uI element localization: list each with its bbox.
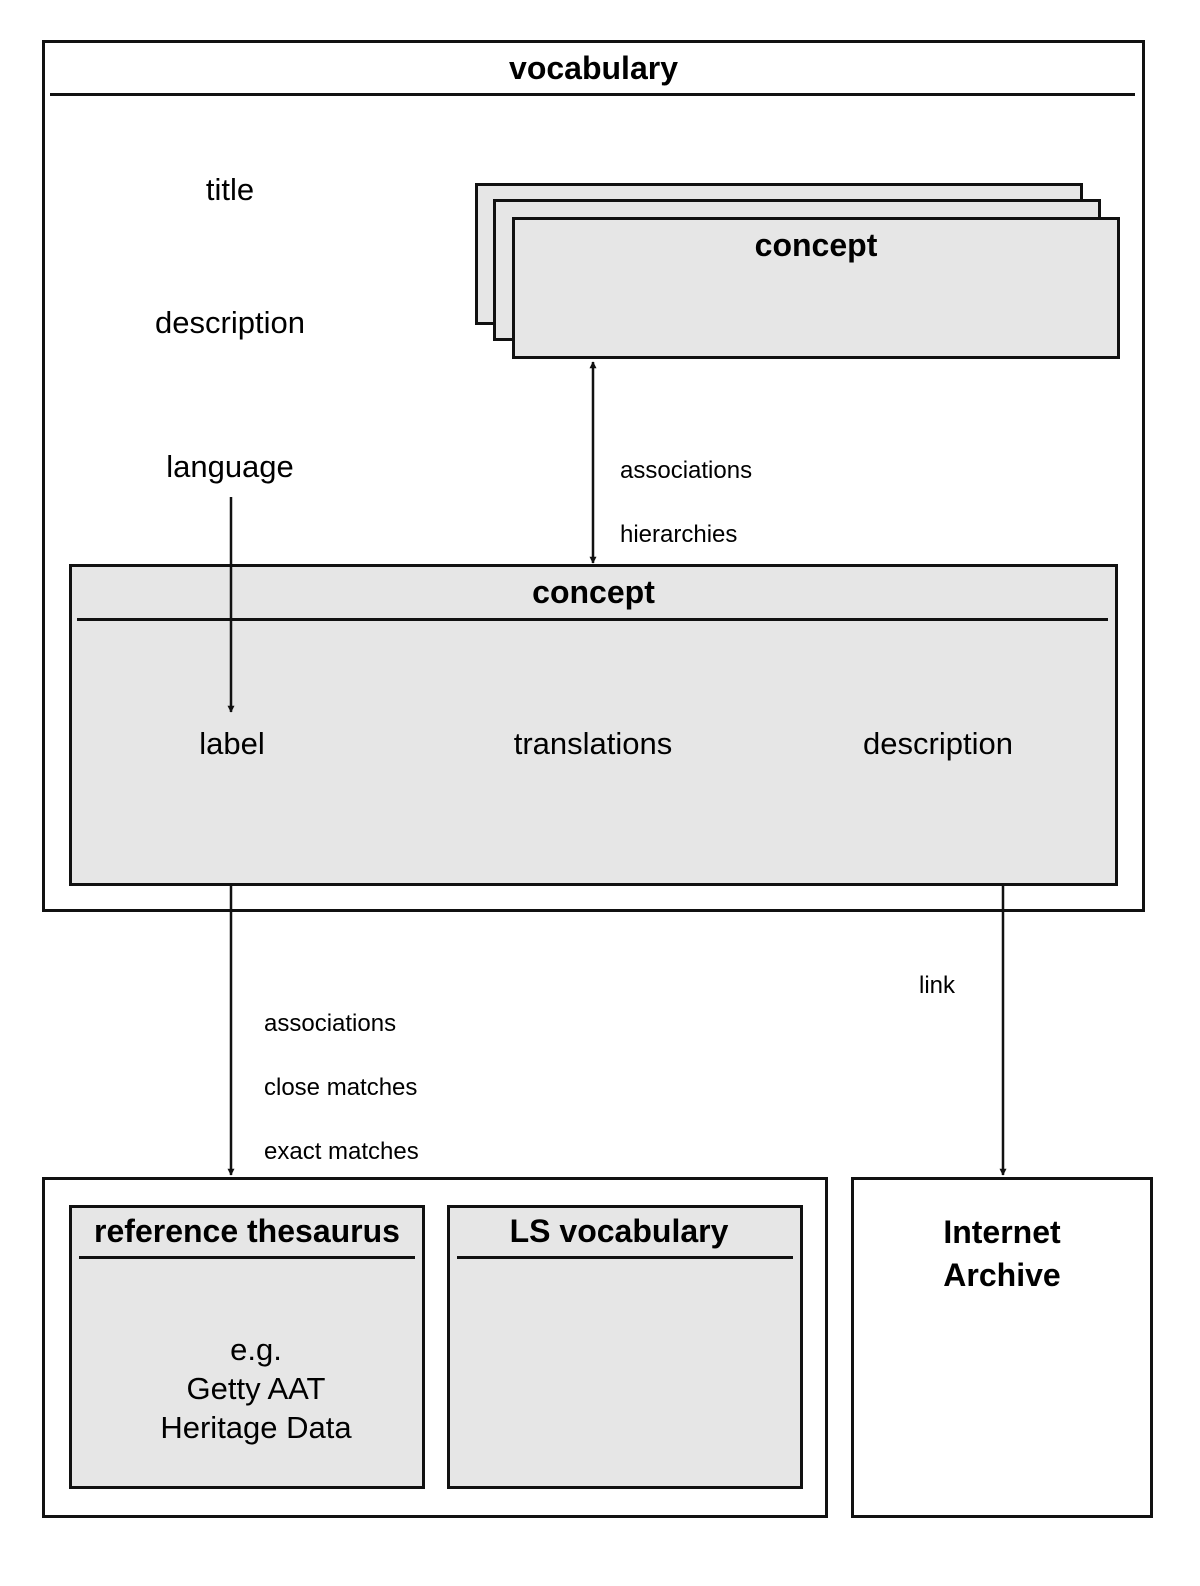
internet-archive-box xyxy=(851,1177,1153,1518)
external-relation-associations: associations xyxy=(264,1010,397,1037)
concept-main-header: concept xyxy=(532,574,655,610)
concept-stack-front xyxy=(512,217,1120,359)
vocabulary-title: title xyxy=(205,172,255,207)
reference-thesaurus-example-heritage: Heritage Data xyxy=(160,1410,352,1445)
reference-thesaurus-header: reference thesaurus xyxy=(94,1213,400,1249)
reference-thesaurus-examples: e.g. Getty AAT Heritage Data xyxy=(69,1330,443,1447)
vocabulary-header-divider xyxy=(50,93,1135,96)
external-relation-note: associations close matches exact matches… xyxy=(264,976,419,1264)
concept-relation-note: associations hierarchies xyxy=(620,423,752,583)
concept-stack-header: concept xyxy=(754,227,878,263)
concept-description: description xyxy=(863,726,1013,761)
reference-thesaurus-divider xyxy=(79,1256,415,1259)
vocabulary-description: description xyxy=(155,305,305,340)
internet-archive-line-1: Internet xyxy=(943,1214,1061,1250)
ls-vocabulary-box xyxy=(447,1205,803,1489)
concept-relation-hierarchies: hierarchies xyxy=(620,521,738,548)
reference-thesaurus-example-getty: Getty AAT xyxy=(186,1371,326,1406)
vocabulary-language: language xyxy=(166,449,294,484)
link-label: link xyxy=(919,972,956,999)
reference-thesaurus-box xyxy=(69,1205,425,1489)
internet-archive-line-2: Archive xyxy=(943,1257,1061,1293)
reference-thesaurus-example-eg: e.g. xyxy=(230,1332,282,1367)
vocabulary-header: vocabulary xyxy=(509,50,678,86)
concept-label: label xyxy=(199,726,265,761)
ls-vocabulary-header: LS vocabulary xyxy=(509,1213,729,1249)
concept-main-box xyxy=(69,564,1118,886)
internet-archive-label: Internet Archive xyxy=(851,1211,1153,1297)
external-relation-close-matches: close matches xyxy=(264,1074,418,1101)
ls-vocabulary-divider xyxy=(457,1256,793,1259)
concept-main-header-divider xyxy=(77,618,1108,621)
external-relation-exact-matches: exact matches xyxy=(264,1138,419,1165)
concept-translations: translations xyxy=(513,726,673,761)
concept-relation-associations: associations xyxy=(620,457,753,484)
